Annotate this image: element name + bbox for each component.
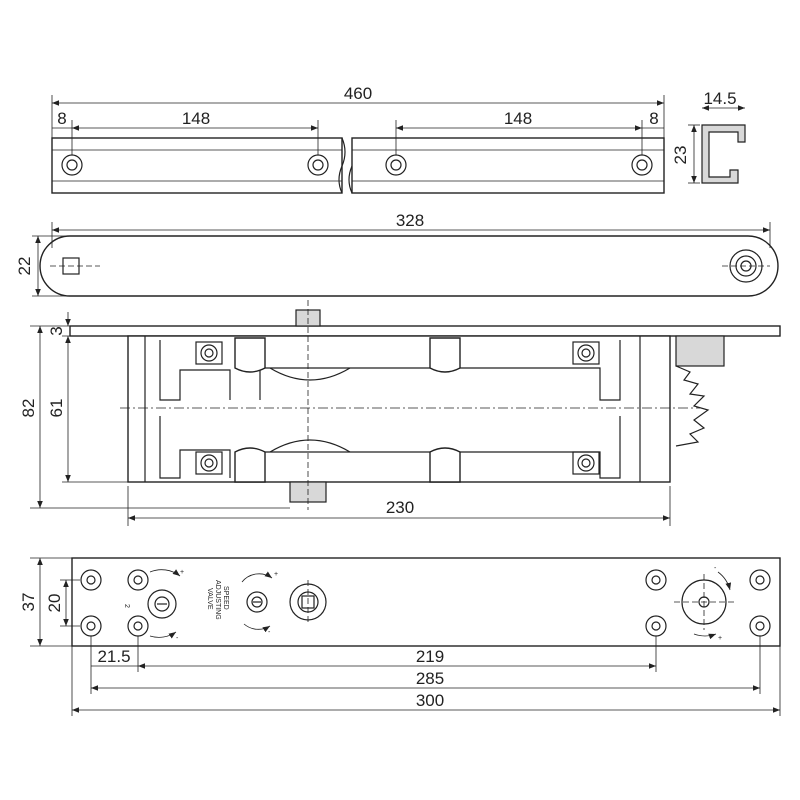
dim-arm-width: 22 — [15, 257, 34, 276]
valve-minus-label: - — [176, 635, 179, 642]
body-screw — [572, 341, 600, 365]
valve-minus-label: - — [714, 565, 717, 572]
channel-section: 14.5 23 — [671, 89, 746, 184]
body-screw — [195, 451, 223, 475]
valve-number-label: 2 — [123, 604, 130, 608]
dim-channel-height: 23 — [671, 146, 690, 165]
dim-hole-span-285: 285 — [416, 669, 444, 688]
dim-first-hole-offset: 21.5 — [97, 647, 130, 666]
closer-box-view: + - 2 SPEED ADJUSTING VALVE + - — [19, 557, 781, 716]
spindle — [289, 580, 327, 624]
dim-body-inner-height: 61 — [47, 399, 66, 418]
closer-body-side-view: 230 82 61 3 — [19, 300, 781, 526]
dim-hole-spacing-219: 219 — [416, 647, 444, 666]
dim-body-length: 230 — [386, 498, 414, 517]
arm-view: 328 22 — [15, 211, 779, 297]
dim-overall-length: 460 — [344, 84, 372, 103]
track-top-view: 460 8 148 148 8 — [51, 84, 665, 194]
valve-label-line2: ADJUSTING — [214, 580, 221, 620]
dim-hole-spacing-left: 148 — [182, 109, 210, 128]
dim-channel-width: 14.5 — [703, 89, 736, 108]
dim-box-length: 300 — [416, 691, 444, 710]
box-hole — [80, 569, 102, 591]
box-hole — [127, 569, 149, 591]
gear-icon — [675, 335, 725, 447]
speed-valve-1: + - — [241, 571, 278, 636]
valve-plus-label: + — [718, 635, 722, 642]
dim-arm-length: 328 — [396, 211, 424, 230]
body-screw — [572, 451, 600, 475]
valve-plus-label: + — [274, 571, 278, 578]
valve-label-line1: SPEED — [222, 586, 229, 610]
dim-end-offset-left: 8 — [57, 109, 66, 128]
box-hole — [645, 569, 667, 591]
pivot-valve: - + — [674, 565, 734, 642]
dim-end-offset-right: 8 — [649, 109, 658, 128]
box-hole — [749, 569, 771, 591]
dim-body-height: 82 — [19, 399, 38, 418]
valve-plus-label: + — [180, 569, 184, 576]
body-screw — [195, 341, 223, 365]
dim-box-height: 37 — [19, 593, 38, 612]
speed-valve-2: + - 2 — [123, 569, 184, 642]
dim-plate-thickness: 3 — [47, 326, 66, 335]
valve-label-line3: VALVE — [206, 588, 213, 610]
dim-hole-spacing-right: 148 — [504, 109, 532, 128]
dim-hole-row-spacing: 20 — [45, 594, 64, 613]
valve-minus-label: - — [268, 629, 271, 636]
